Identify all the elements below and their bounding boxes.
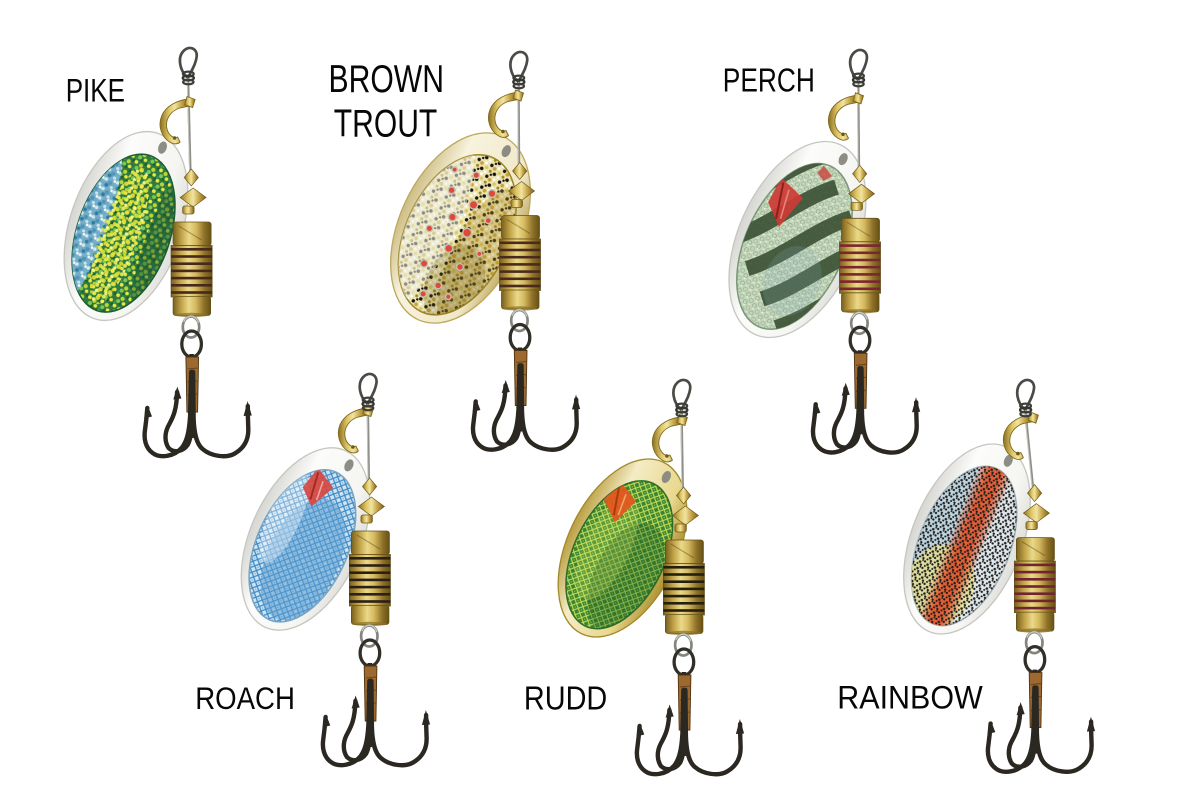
svg-text:PERCH: PERCH — [723, 63, 815, 100]
svg-text:ROACH: ROACH — [195, 680, 295, 716]
svg-text:RAINBOW: RAINBOW — [837, 679, 983, 715]
svg-text:PIKE: PIKE — [66, 72, 125, 108]
svg-text:TROUT: TROUT — [334, 102, 438, 145]
svg-text:RUDD: RUDD — [524, 681, 607, 718]
svg-text:BROWN: BROWN — [329, 58, 445, 101]
